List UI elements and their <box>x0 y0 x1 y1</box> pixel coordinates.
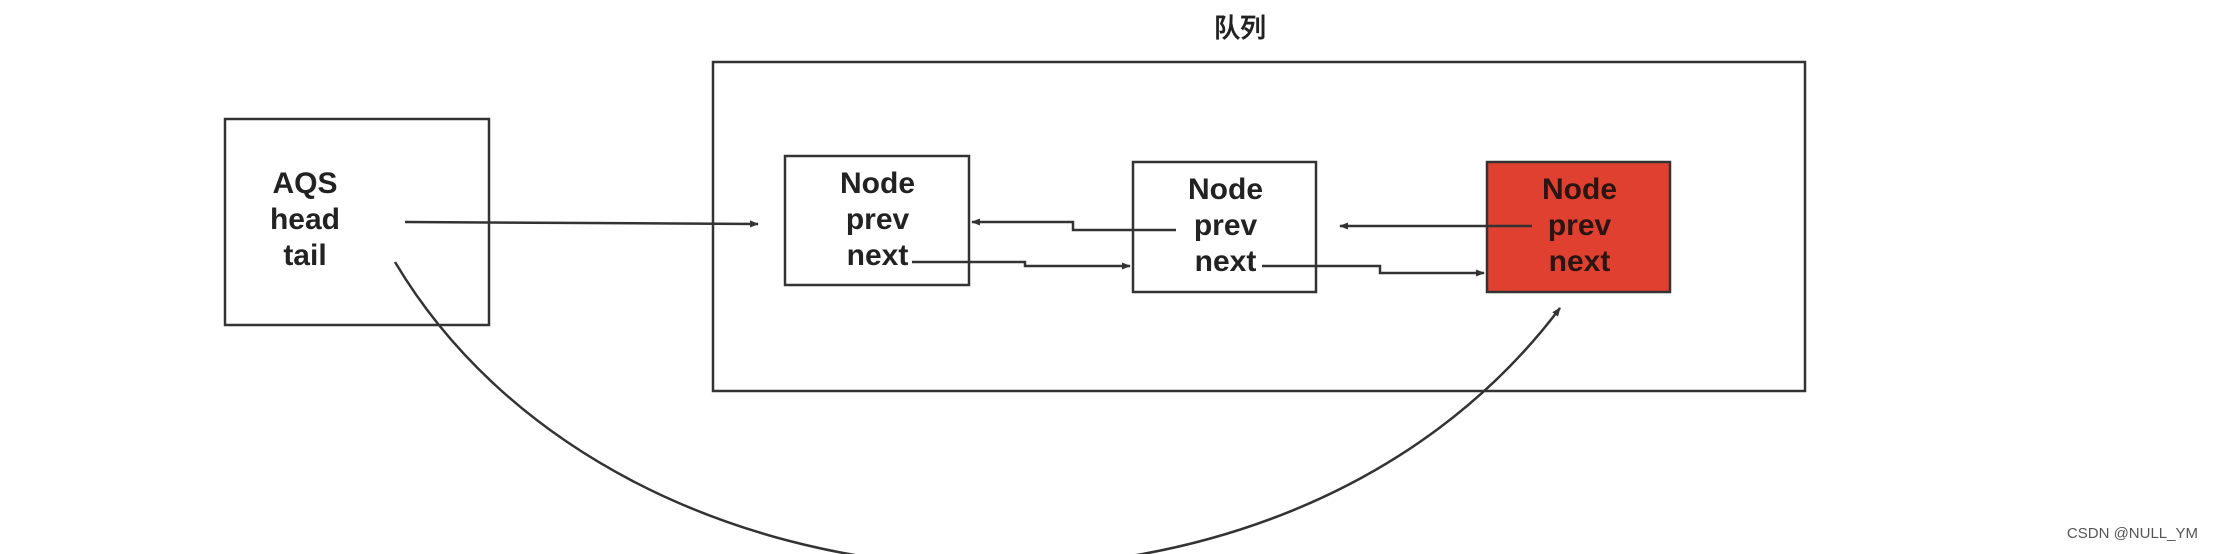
node-3-next: next <box>1548 245 1611 278</box>
node-2-prev: prev <box>1193 209 1258 242</box>
node-3-label: Node prev next <box>1488 172 1671 280</box>
node-box-1 <box>783 154 971 287</box>
aqs-label: AQS head tail <box>225 166 385 274</box>
node-box-2 <box>1131 160 1318 294</box>
node-1-label: Node prev next <box>785 166 970 274</box>
aqs-tail-label: tail <box>283 239 327 272</box>
watermark: CSDN @NULL_YM <box>2066 525 2198 542</box>
node-1-title: Node <box>840 167 915 200</box>
queue-container <box>711 60 1807 393</box>
node-3-prev: prev <box>1547 209 1612 242</box>
node-3-title: Node <box>1542 173 1617 206</box>
node-1-prev: prev <box>845 203 910 236</box>
node2-next-arrow <box>1262 264 1485 277</box>
tail-arrow <box>393 261 1561 554</box>
node-2-label: Node prev next <box>1133 172 1318 280</box>
node-2-next: next <box>1194 245 1257 278</box>
node-2-title: Node <box>1188 173 1263 206</box>
node1-next-arrow <box>912 260 1131 270</box>
aqs-label-line: AQS <box>272 167 338 200</box>
node2-prev-arrow <box>971 218 1176 232</box>
aqs-head-label: head <box>269 203 341 236</box>
queue-title: 队列 <box>1213 13 1266 43</box>
head-arrow <box>404 220 759 228</box>
node-1-next: next <box>846 239 909 272</box>
